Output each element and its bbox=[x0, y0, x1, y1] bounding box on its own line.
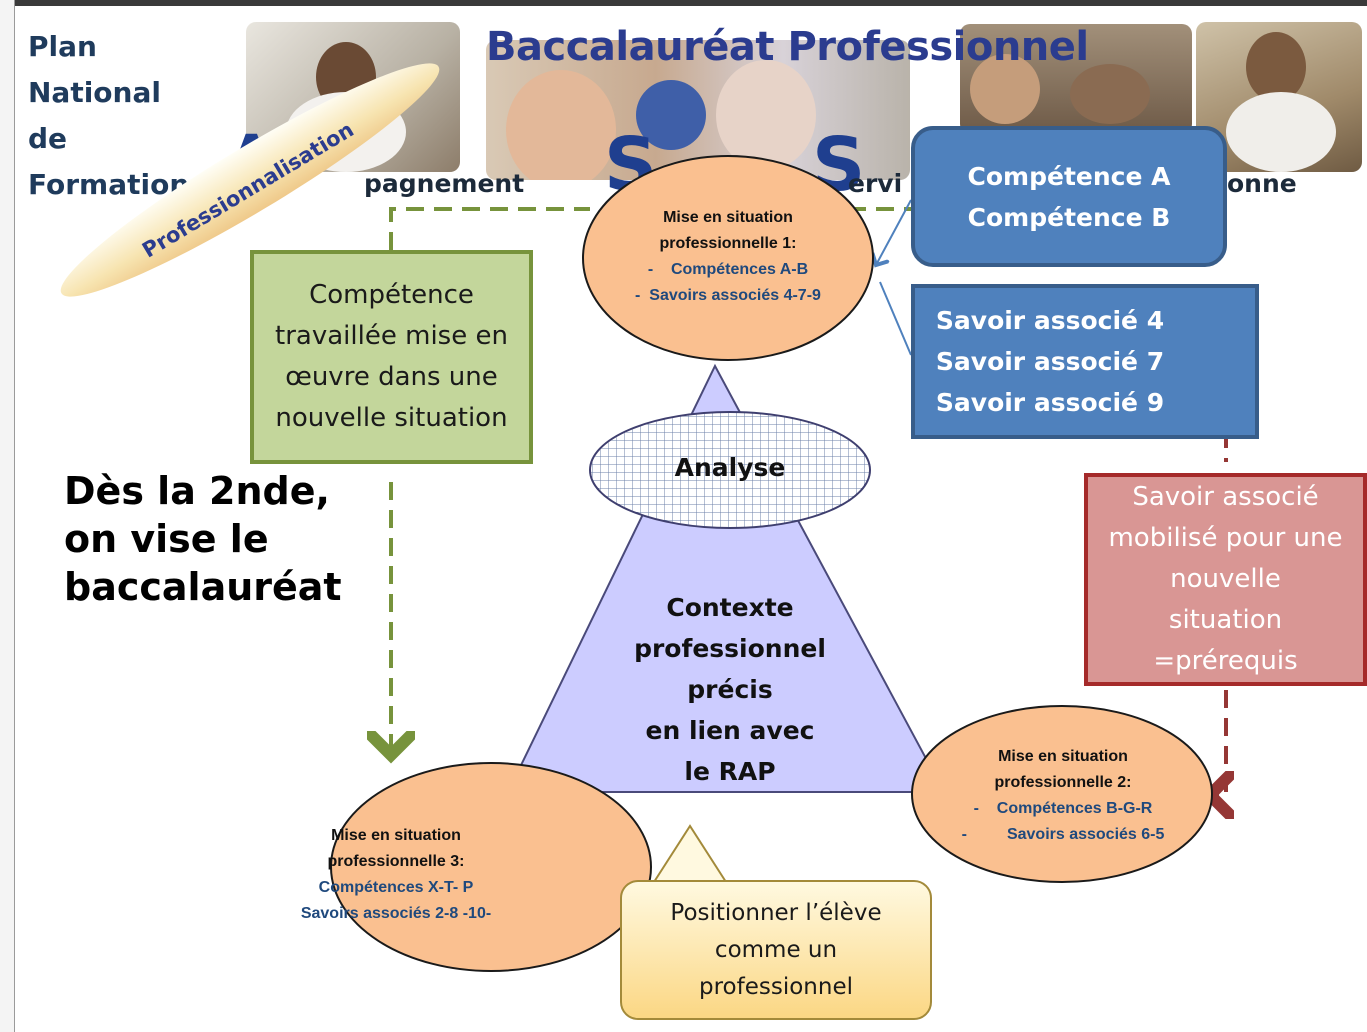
photo-classroom bbox=[960, 24, 1192, 134]
word-fragment-accompagnement: pagnement bbox=[364, 169, 525, 198]
competence-travaillee-box: Compétence travaillée mise en œuvre dans… bbox=[250, 250, 533, 464]
savoir-line: Savoir associé 9 bbox=[935, 388, 1165, 417]
red-box-line: =prérequis bbox=[1153, 646, 1298, 676]
competence-line: Compétence B bbox=[967, 202, 1171, 232]
triangle-line: le RAP bbox=[684, 757, 776, 786]
goal-line: on vise le bbox=[64, 517, 269, 561]
situation-1-text: Mise en situation professionnelle 1: - C… bbox=[618, 205, 838, 309]
plan-title: Plan National de Formation bbox=[28, 24, 189, 208]
triangle-line: précis bbox=[687, 675, 773, 704]
situation-3-ellipse bbox=[330, 762, 652, 972]
savoir-associe-box: Savoir associé 4 Savoir associé 7 Savoir… bbox=[911, 284, 1259, 439]
situation-3-title: professionnelle 3: bbox=[327, 853, 465, 870]
situation-2-item: - Compétences B-G-R bbox=[973, 800, 1153, 817]
red-box-line: situation bbox=[1168, 605, 1283, 635]
triangle-line: en lien avec bbox=[645, 716, 815, 745]
word-fragment-personne: onne bbox=[1227, 169, 1297, 198]
window-top-border bbox=[0, 0, 1367, 6]
situation-1-item: - Compétences A-B bbox=[647, 261, 809, 278]
situation-3-item: Savoirs associés 2-8 -10- bbox=[300, 905, 492, 922]
triangle-line: professionnel bbox=[634, 634, 826, 663]
triangle-line: Contexte bbox=[666, 593, 794, 622]
callout-pointer bbox=[653, 824, 727, 883]
green-box-line: Compétence bbox=[309, 280, 474, 310]
green-box-line: nouvelle situation bbox=[275, 403, 508, 433]
situation-2-title: professionnelle 2: bbox=[994, 774, 1132, 791]
triangle-context-text: Contexte professionnel précis en lien av… bbox=[610, 587, 850, 792]
red-box-line: nouvelle bbox=[1170, 564, 1281, 594]
window-left-border bbox=[0, 0, 15, 1032]
competence-box: Compétence A Compétence B bbox=[911, 126, 1227, 267]
situation-1-title: Mise en situation bbox=[663, 209, 793, 226]
situation-2-ellipse bbox=[911, 705, 1213, 883]
goal-statement: Dès la 2nde, on vise le baccalauréat bbox=[64, 467, 342, 611]
main-title: Baccalauréat Professionnel bbox=[486, 24, 1089, 70]
callout-line: professionnel bbox=[699, 973, 853, 1000]
analyse-ellipse bbox=[589, 411, 871, 529]
plan-line: National bbox=[28, 76, 161, 109]
photo-child-painted-hands bbox=[486, 40, 910, 180]
situation-2-text: Mise en situation professionnelle 2: - C… bbox=[948, 744, 1178, 848]
red-box-line: mobilisé pour une bbox=[1108, 523, 1343, 553]
situation-1-title: professionnelle 1: bbox=[659, 235, 797, 252]
goal-line: baccalauréat bbox=[64, 565, 342, 609]
analyse-label: Analyse bbox=[674, 453, 786, 482]
prerequis-box: Savoir associé mobilisé pour une nouvell… bbox=[1084, 473, 1367, 686]
blue-connector-competence bbox=[876, 199, 912, 265]
context-triangle bbox=[506, 363, 946, 793]
situation-3-item: Compétences X-T- P bbox=[318, 879, 474, 896]
situation-3-title: Mise en situation bbox=[331, 827, 461, 844]
situation-2-item: - Savoirs associés 6-5 bbox=[961, 826, 1165, 843]
green-box-line: travaillée mise en bbox=[275, 321, 508, 351]
competence-line: Compétence A bbox=[967, 161, 1171, 191]
red-dashed-arrow bbox=[1210, 690, 1226, 795]
situation-1-item: - Savoirs associés 4-7-9 bbox=[635, 287, 821, 304]
word-fragment-services: ervi bbox=[848, 169, 903, 198]
callout-line: comme un bbox=[714, 936, 838, 963]
callout-positionner: Positionner l’élève comme un professionn… bbox=[620, 880, 932, 1020]
situation-2-title: Mise en situation bbox=[998, 748, 1128, 765]
savoir-line: Savoir associé 7 bbox=[935, 347, 1165, 376]
situation-3-text: Mise en situation professionnelle 3: Com… bbox=[281, 823, 511, 927]
savoir-line: Savoir associé 4 bbox=[935, 306, 1165, 335]
red-box-line: Savoir associé bbox=[1132, 482, 1319, 512]
blue-connector-savoir bbox=[879, 281, 912, 356]
callout-line: Positionner l’élève bbox=[670, 899, 882, 926]
green-box-line: œuvre dans une bbox=[285, 362, 498, 392]
goal-line: Dès la 2nde, bbox=[64, 469, 330, 513]
green-dashed-top-line bbox=[389, 207, 590, 250]
situation-1-ellipse bbox=[582, 155, 874, 361]
plan-line: Plan bbox=[28, 30, 97, 63]
plan-line: Formation bbox=[28, 168, 190, 201]
plan-line: de bbox=[28, 122, 68, 155]
